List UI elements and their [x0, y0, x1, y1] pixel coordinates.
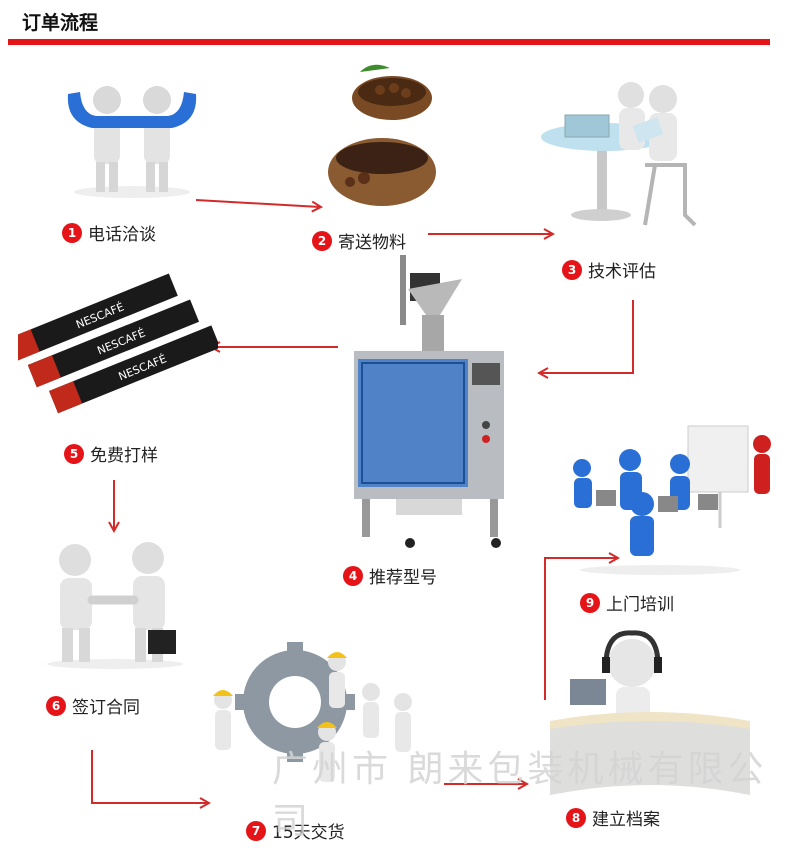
tech-evaluation-illustration [535, 75, 705, 240]
step-label: 免费打样 [90, 441, 158, 466]
step-label: 推荐型号 [369, 563, 437, 588]
company-watermark: 广州市 朗来包装机械有限公司 [272, 740, 806, 844]
step-label: 签订合同 [72, 693, 140, 718]
step-free-sampling: 5 免费打样 [64, 441, 158, 466]
step-label: 上门培训 [606, 590, 674, 615]
phone-handset-icon [68, 92, 196, 128]
step-label: 寄送物料 [338, 228, 406, 253]
sachet-samples-illustration: NESCAFÉ NESCAFÉ NESCAFÉ [18, 268, 218, 428]
packaging-machine-illustration [340, 255, 520, 550]
step-label: 技术评估 [588, 257, 656, 282]
arrow-6-7 [92, 750, 208, 803]
step-number-badge: 9 [580, 593, 600, 613]
training-illustration [570, 420, 780, 580]
step-send-materials: 2 寄送物料 [312, 228, 406, 253]
step-number-badge: 4 [343, 566, 363, 586]
briefcase-icon [148, 630, 176, 654]
handshake-illustration [30, 540, 200, 670]
step-number-badge: 7 [246, 821, 266, 841]
step-number-badge: 5 [64, 444, 84, 464]
step-number-badge: 1 [62, 223, 82, 243]
arrow-1-2 [196, 200, 320, 207]
step-number-badge: 3 [562, 260, 582, 280]
step-sign-contract: 6 签订合同 [46, 693, 140, 718]
step-onsite-training: 9 上门培训 [580, 590, 674, 615]
step-phone-negotiation: 1 电话洽谈 [62, 220, 156, 245]
step-label: 电话洽谈 [88, 220, 156, 245]
step-number-badge: 2 [312, 231, 332, 251]
step-recommend-model: 4 推荐型号 [343, 563, 437, 588]
step-number-badge: 6 [46, 696, 66, 716]
arrow-3-4 [540, 300, 633, 373]
step-tech-evaluation: 3 技术评估 [562, 257, 656, 282]
phone-talk-illustration [62, 80, 202, 200]
coffee-sample-illustration [320, 60, 440, 220]
